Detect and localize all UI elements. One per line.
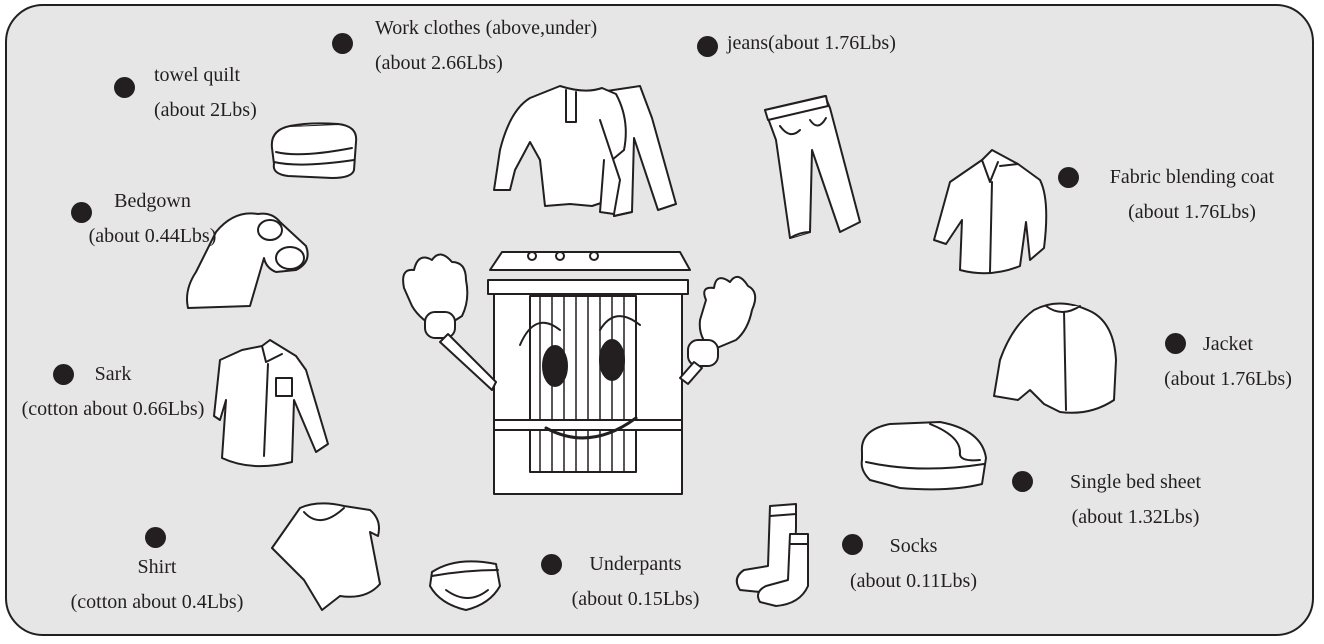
item-weight: (cotton about 0.4Lbs)	[70, 591, 244, 613]
label-shirt: Shirt (cotton about 0.4Lbs)	[52, 550, 262, 620]
item-weight: (cotton about 0.66Lbs)	[21, 398, 205, 420]
item-name: jeans(about 1.76Lbs)	[727, 32, 896, 54]
item-name: Fabric blending coat	[1109, 166, 1275, 188]
bullet	[541, 554, 562, 575]
bullet	[842, 534, 863, 555]
bullet	[53, 364, 74, 385]
work-clothes-icon	[494, 86, 676, 216]
socks-icon	[737, 504, 808, 606]
bullet	[114, 77, 135, 98]
item-name: Shirt	[137, 556, 177, 578]
underpants-icon	[430, 561, 500, 610]
item-name: Sark	[94, 363, 132, 385]
item-weight: (about 2Lbs)	[154, 99, 257, 121]
bullet	[1012, 471, 1033, 492]
label-socks: Socks (about 0.11Lbs)	[836, 529, 991, 599]
label-towel-quilt: towel quilt (about 2Lbs)	[154, 58, 257, 128]
item-weight: (about 1.32Lbs)	[1071, 506, 1200, 528]
jeans-icon	[765, 96, 860, 238]
bullet	[697, 36, 718, 57]
label-sark: Sark (cotton about 0.66Lbs)	[8, 357, 218, 427]
coat-icon	[934, 150, 1046, 273]
label-bedgown: Bedgown (about 0.44Lbs)	[60, 184, 245, 254]
item-weight: (about 1.76Lbs)	[1164, 368, 1292, 390]
item-name: towel quilt	[154, 64, 241, 86]
item-name: Jacket	[1203, 333, 1253, 355]
item-name: Single bed sheet	[1069, 471, 1202, 493]
jacket-icon	[994, 303, 1116, 412]
item-name: Work clothes (above,under)	[375, 17, 598, 39]
label-underpants: Underpants (about 0.15Lbs)	[558, 547, 713, 617]
label-jacket: Jacket (about 1.76Lbs)	[1148, 327, 1308, 397]
label-jeans: jeans(about 1.76Lbs)	[727, 26, 896, 61]
bullet	[71, 202, 92, 223]
bullet	[1058, 167, 1079, 188]
towel-quilt-icon	[272, 123, 356, 178]
sark-icon	[214, 340, 328, 466]
item-weight: (about 1.76Lbs)	[1128, 201, 1256, 223]
item-weight: (about 2.66Lbs)	[375, 52, 503, 74]
item-name: Socks	[889, 535, 938, 557]
bed-sheet-icon	[862, 422, 986, 489]
item-name: Underpants	[589, 553, 682, 575]
bullet	[332, 33, 353, 54]
bullet	[1165, 333, 1186, 354]
item-name: Bedgown	[114, 190, 191, 212]
washing-machine-mascot-icon	[403, 252, 755, 494]
item-weight: (about 0.44Lbs)	[88, 225, 217, 247]
bullet	[145, 527, 166, 548]
label-work-clothes: Work clothes (above,under) (about 2.66Lb…	[375, 11, 597, 81]
bedgown-icon	[187, 213, 308, 308]
item-weight: (about 0.15Lbs)	[571, 588, 700, 610]
shirt-icon	[272, 503, 380, 610]
label-bed-sheet: Single bed sheet (about 1.32Lbs)	[1048, 465, 1223, 535]
label-coat: Fabric blending coat (about 1.76Lbs)	[1092, 160, 1292, 230]
item-weight: (about 0.11Lbs)	[849, 570, 977, 592]
